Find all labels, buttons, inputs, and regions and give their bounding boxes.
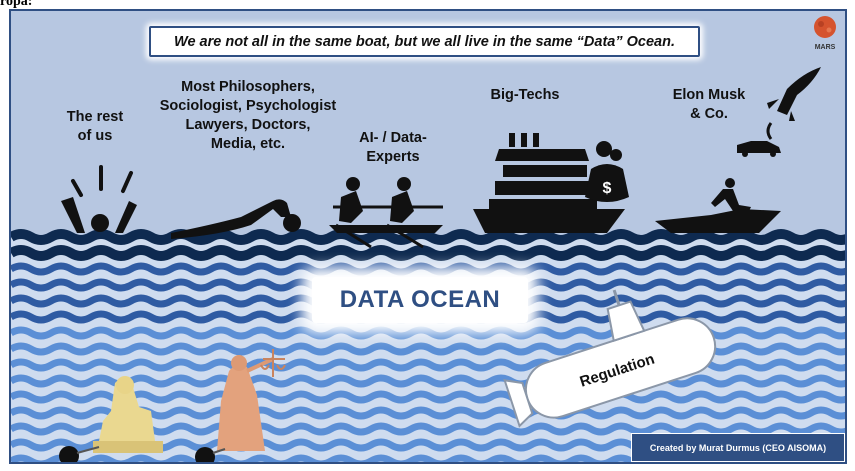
group-label-rest-of-us: The rest of us [49, 108, 141, 146]
infographic-panel: $ [9, 9, 847, 464]
drowning-person-icon [61, 165, 137, 233]
mars-logo-text: MARS [814, 44, 836, 51]
group-label-philosophers: Most Philosophers, Sociologist, Psycholo… [153, 78, 343, 154]
credit-box: Created by Murat Durmus (CEO AISOMA) [631, 433, 845, 462]
ocean-scene: $ [11, 67, 845, 462]
mars-logo: MARS [809, 15, 841, 51]
quote-box: We are not all in the same boat, but we … [149, 26, 700, 57]
mars-planet-icon [814, 16, 836, 38]
group-label-ai-experts: AI- / Data- Experts [345, 129, 441, 167]
group-label-text: AI- / Data- Experts [359, 130, 427, 165]
wave-line [11, 358, 845, 372]
speedboat-rocket-icon [655, 67, 821, 233]
group-label-text: Elon Musk & Co. [672, 87, 746, 122]
svg-text:$: $ [603, 180, 612, 197]
wave-line [11, 390, 845, 404]
group-label-elon-musk: Elon Musk & Co. [661, 86, 757, 124]
lady-justice-statue-icon [195, 349, 286, 462]
regulation-submarine-icon: Regulation [503, 289, 717, 428]
ocean-title: DATA OCEAN [339, 286, 501, 313]
rowers-icon [329, 177, 443, 249]
thinker-statue-icon [59, 376, 163, 462]
wave-line [11, 245, 845, 261]
swimmer-icon [171, 199, 301, 239]
group-label-text: Big-Techs [490, 87, 560, 103]
group-label-text: The rest of us [66, 109, 124, 144]
wave-line [11, 374, 845, 388]
ocean-title-box: DATA OCEAN [312, 277, 528, 323]
group-label-big-techs: Big-Techs [475, 86, 575, 105]
wave-line [11, 229, 845, 245]
credit-text: Created by Murat Durmus (CEO AISOMA) [649, 442, 827, 453]
group-label-text: Most Philosophers, Sociologist, Psycholo… [159, 79, 337, 152]
quote-text: We are not all in the same boat, but we … [174, 33, 675, 50]
money-bag-icon: $ [585, 141, 629, 202]
header-fragment: ropa: [0, 0, 33, 9]
wave-line [11, 262, 845, 276]
cruise-ship-icon: $ [473, 133, 629, 233]
